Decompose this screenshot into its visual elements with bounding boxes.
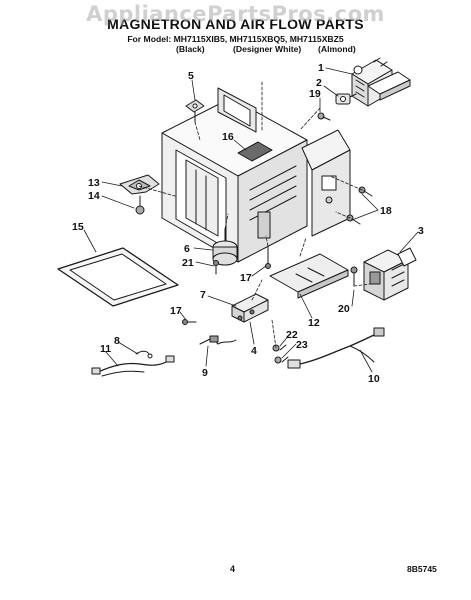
part-fan-blade: [119, 174, 160, 195]
part-magnetron: [351, 57, 411, 107]
part-thermal-cutout: [335, 93, 357, 105]
part-screw-17-upper: [265, 245, 271, 269]
page-number: 4: [230, 564, 236, 574]
callout-10: 10: [368, 373, 380, 385]
part-filter-pad: [57, 247, 179, 307]
callout-19: 19: [309, 88, 321, 100]
callout-17-lower: 17: [170, 305, 182, 317]
part-screws-18: [346, 186, 373, 225]
callout-1: 1: [318, 62, 324, 74]
callout-18: 18: [380, 205, 392, 217]
part-waveguide-panel: [301, 129, 351, 237]
callout-2: 2: [316, 77, 322, 89]
callout-numbers: 1 2 19 5 16 13 14 18 3 15 6 21 17 7 20 1…: [72, 62, 424, 385]
document-code: 8B5745: [407, 564, 437, 574]
callout-5: 5: [188, 70, 194, 82]
part-screw-20: [350, 266, 358, 287]
part-screw-17-lower: [182, 319, 197, 325]
part-power-cord: [287, 327, 385, 369]
callout-23: 23: [296, 339, 308, 351]
part-housing: [161, 87, 308, 263]
page-title: MAGNETRON AND AIR FLOW PARTS: [107, 16, 364, 32]
leader-lines: [83, 67, 419, 373]
callout-22: 22: [286, 329, 298, 341]
callout-21: 21: [182, 257, 194, 269]
part-stirrer-bracket: [185, 99, 205, 123]
callout-16: 16: [222, 131, 234, 143]
callout-15: 15: [72, 221, 84, 233]
part-transformer: [363, 247, 417, 301]
callout-6: 6: [184, 243, 190, 255]
callout-14: 14: [88, 190, 100, 202]
part-capacitor: [231, 293, 269, 323]
color-label-almond: (Almond): [318, 44, 356, 54]
callout-12: 12: [308, 317, 320, 329]
part-fan-motor: [212, 228, 238, 266]
dashed-alignment-lines: [138, 81, 371, 349]
callout-8: 8: [114, 335, 120, 347]
part-screw-21: [213, 260, 219, 275]
color-label-designer-white: (Designer White): [233, 44, 302, 54]
callout-9: 9: [202, 367, 208, 379]
callout-13: 13: [88, 177, 100, 189]
color-label-black: (Black): [176, 44, 205, 54]
part-wire-harness: [91, 350, 175, 377]
callout-4: 4: [251, 345, 257, 357]
part-screw-19: [317, 112, 331, 121]
part-nut-14: [135, 195, 145, 215]
model-list: For Model: MH7115XIB5, MH7115XBQ5, MH711…: [127, 34, 344, 44]
part-bracket-12: [269, 253, 349, 299]
callout-11: 11: [100, 343, 111, 355]
callout-3: 3: [418, 225, 424, 237]
callout-17-upper: 17: [240, 272, 252, 284]
callout-20: 20: [338, 303, 350, 315]
part-diode: [199, 335, 237, 345]
callout-7: 7: [200, 289, 206, 301]
